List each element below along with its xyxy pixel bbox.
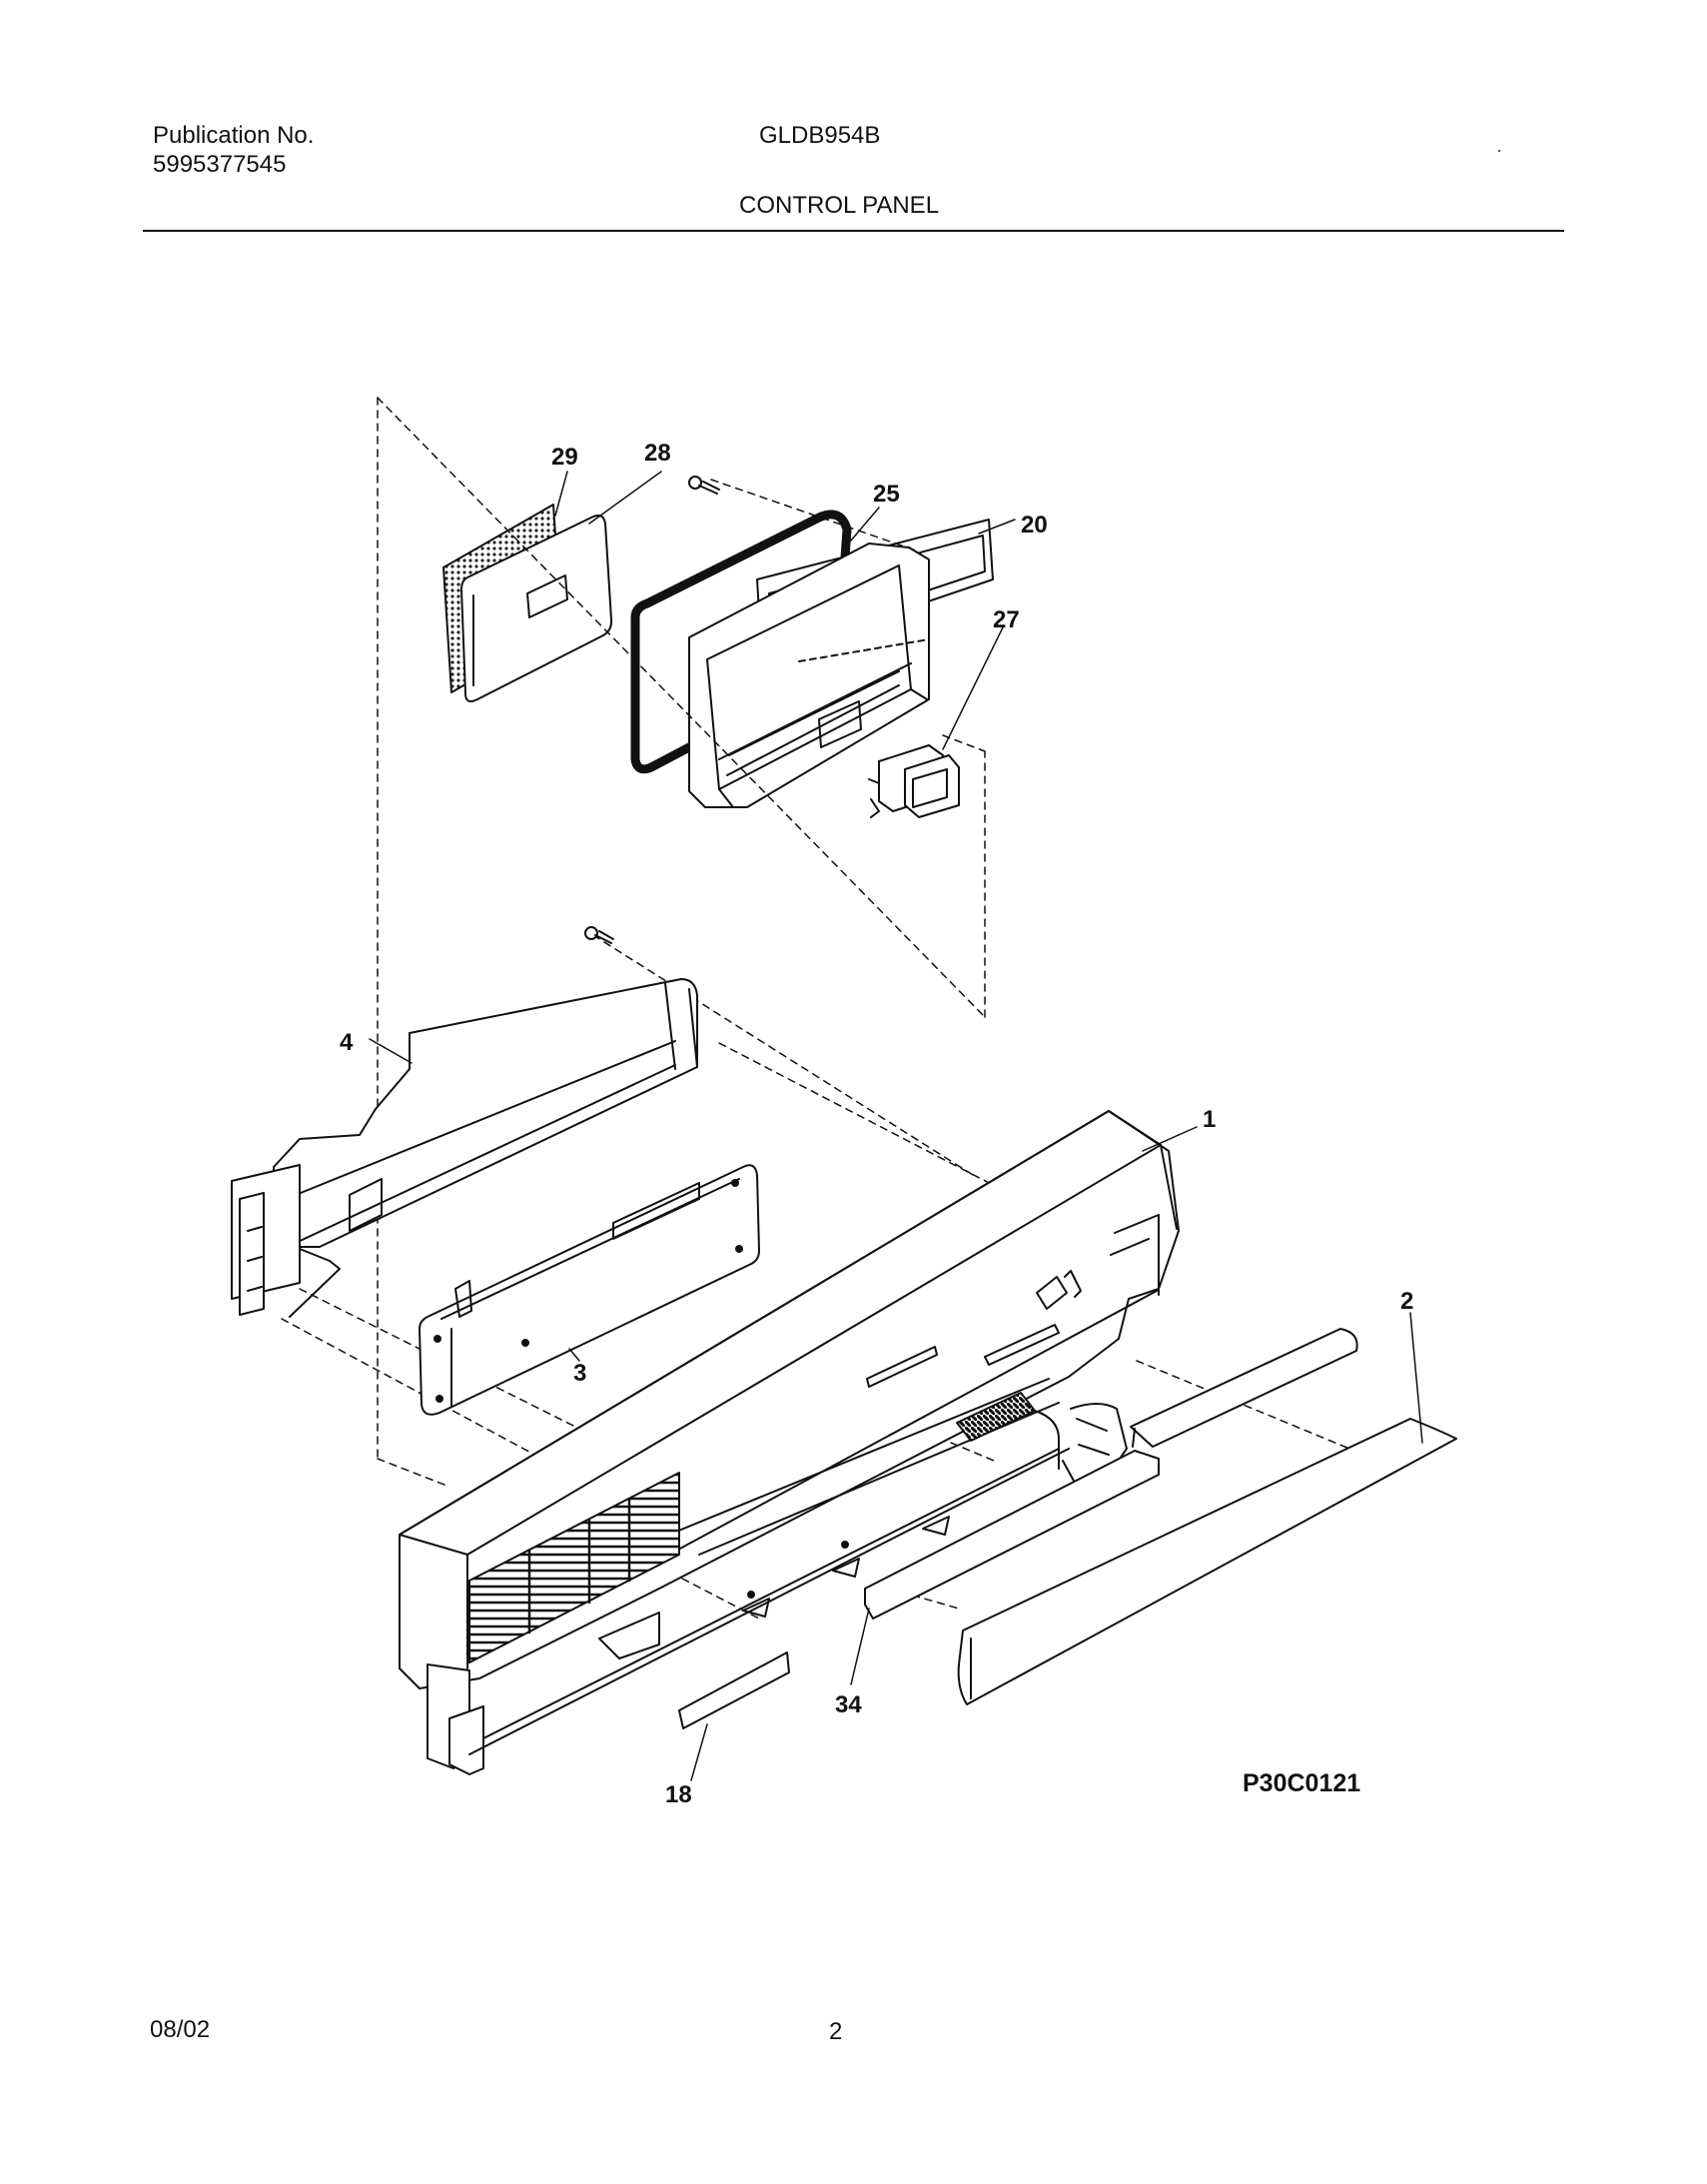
drawing-code: P30C0121 [1243,1769,1360,1797]
screw-icon [688,476,720,495]
publication-label: Publication No. [153,122,315,149]
page-number: 2 [829,2018,843,2045]
part-27-connector [868,744,960,818]
callout-34: 34 [835,1691,862,1718]
part-28-filter-cover [460,515,613,702]
part-25-gasket [630,510,852,774]
model-number: GLDB954B [759,122,881,149]
part-34-trim-piece [864,1450,1160,1620]
part-4-control-bracket [231,978,698,1318]
callout-20: 20 [1021,512,1048,539]
part-20-housing [688,543,930,808]
part-2-trim-strip-upper [1130,1328,1358,1448]
part-1-control-panel [399,1110,1180,1775]
callout-28: 28 [644,440,671,467]
callout-27: 27 [993,606,1020,633]
callout-3: 3 [573,1360,586,1387]
part-3-circuit-board [419,1164,760,1416]
callout-2: 2 [1400,1288,1413,1315]
screw-icon [584,926,614,944]
publication-number: 5995377545 [153,151,287,178]
callout-29: 29 [551,444,578,471]
callout-25: 25 [873,481,900,508]
callout-leaders [369,471,1423,1781]
scan-speck [1498,150,1500,152]
footer-date: 08/02 [150,2016,211,2043]
part-18-badge [678,1651,790,1729]
header-divider [143,230,1564,232]
part-2-trim-strip-long [957,1418,1457,1705]
callout-18: 18 [665,1781,692,1808]
callout-1: 1 [1203,1106,1216,1133]
callout-4: 4 [340,1029,354,1056]
section-title: CONTROL PANEL [739,192,940,219]
